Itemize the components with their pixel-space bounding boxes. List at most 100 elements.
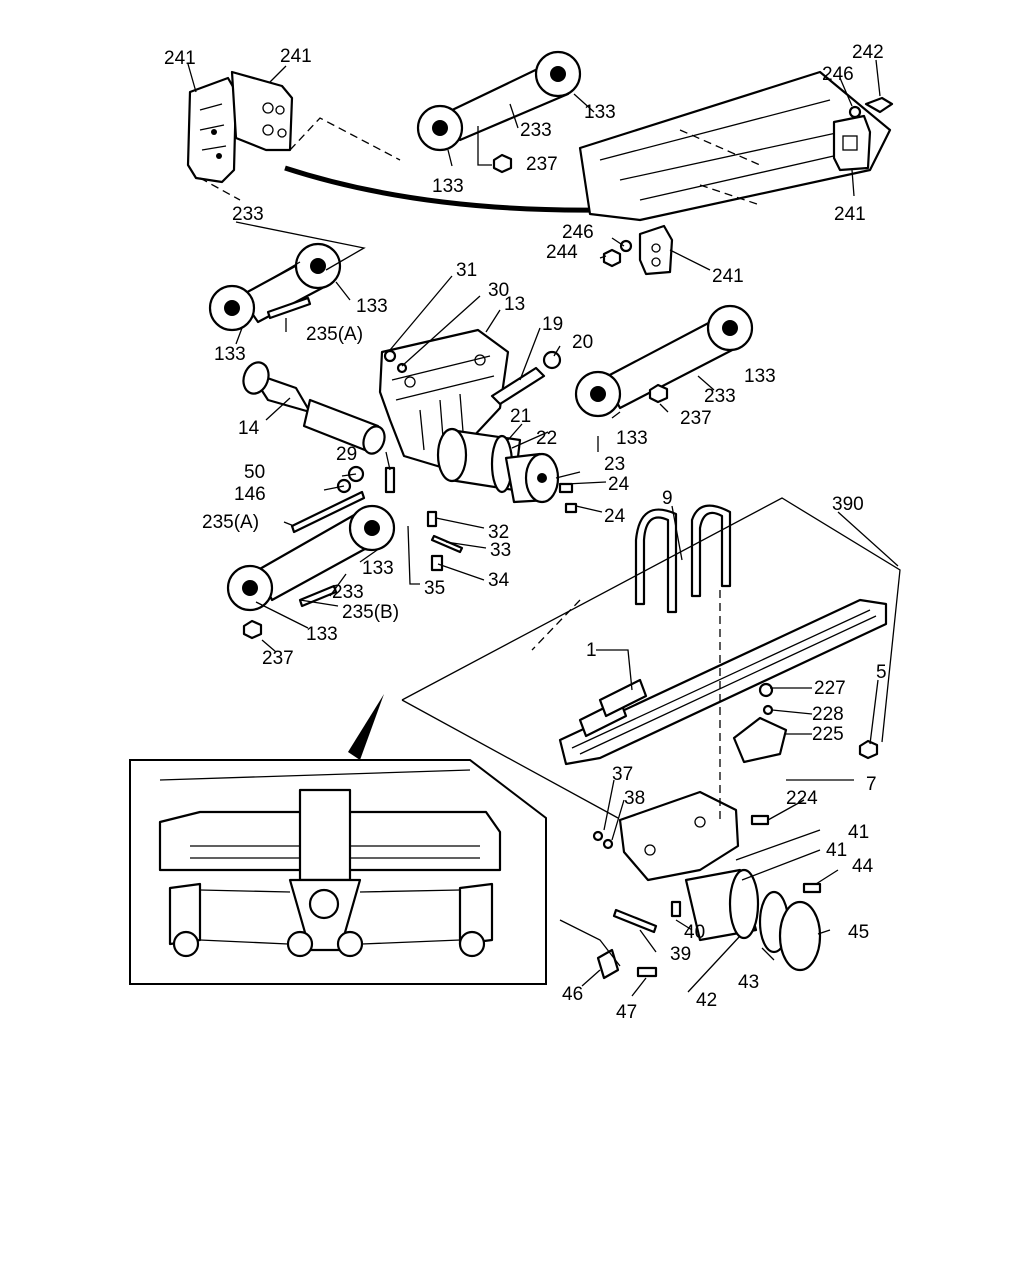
washer-246a (848, 105, 862, 119)
torque-rod-left-lower (226, 504, 396, 612)
bolt-34 (430, 554, 444, 572)
callout-14: 14 (238, 418, 260, 439)
callout-241c: 241 (834, 204, 866, 225)
callout-21: 21 (510, 406, 531, 427)
part-33 (430, 534, 464, 554)
callout-43: 43 (738, 972, 759, 993)
nut-237-top (492, 153, 513, 174)
plate-46 (596, 948, 620, 980)
torque-rod-right (574, 304, 754, 418)
callout-237c: 237 (262, 648, 294, 669)
callout-33: 33 (490, 540, 511, 561)
callout-233a: 233 (520, 120, 552, 141)
cap-20 (542, 350, 562, 370)
callout-24a: 24 (608, 474, 630, 495)
callout-5: 5 (876, 662, 887, 683)
callout-133g: 133 (362, 558, 394, 579)
callout-241b: 241 (280, 46, 312, 67)
bolt-235a-lower (290, 490, 366, 534)
view-arrow (348, 694, 384, 760)
callout-133a: 133 (584, 102, 616, 123)
callout-9: 9 (662, 488, 673, 509)
callout-13: 13 (504, 294, 525, 315)
callout-225: 225 (812, 724, 844, 745)
callout-30: 30 (488, 280, 509, 301)
nut-244 (602, 248, 622, 268)
leader-lines (187, 59, 899, 997)
front-bracket-assembly (186, 70, 294, 184)
torque-rod-left-upper (208, 242, 342, 332)
callout-237a: 237 (526, 154, 558, 175)
callout-35: 35 (424, 578, 445, 599)
callout-228: 228 (812, 704, 844, 725)
hub-41 (684, 868, 760, 942)
part-40 (670, 900, 682, 918)
nut-237-right (648, 383, 669, 404)
callout-20: 20 (572, 332, 593, 353)
trunnion-shaft-14 (242, 361, 386, 455)
callout-233d: 233 (332, 582, 364, 603)
hub-23 (504, 452, 560, 504)
nut-31 (383, 349, 397, 363)
callout-244: 244 (546, 242, 578, 263)
nut-227 (758, 682, 774, 698)
nut-237-lower (242, 619, 263, 640)
washer-30 (396, 362, 408, 374)
callout-38: 38 (624, 788, 645, 809)
rear-bracket-lower (638, 224, 674, 276)
callout-41a: 41 (848, 822, 869, 843)
callout-235a-lower: 235(A) (202, 512, 259, 533)
callout-23: 23 (604, 454, 625, 475)
callout-42: 42 (696, 990, 717, 1011)
callout-44: 44 (852, 856, 874, 877)
callout-45: 45 (848, 922, 869, 943)
leaf-spring-1 (558, 598, 888, 766)
callout-29: 29 (336, 444, 357, 465)
u-bolt-9 (634, 504, 732, 614)
callout-246a: 246 (822, 64, 854, 85)
cover-45 (778, 900, 822, 972)
callout-40: 40 (684, 922, 705, 943)
callout-133f: 133 (616, 428, 648, 449)
callout-24b: 24 (604, 506, 626, 527)
spacer-225 (732, 716, 788, 764)
washer-228 (762, 704, 774, 716)
rear-bracket-right (832, 114, 872, 172)
callout-50: 50 (244, 462, 265, 483)
callout-224: 224 (786, 788, 818, 809)
callout-133e: 133 (744, 366, 776, 387)
callout-32: 32 (488, 522, 509, 543)
bolt-224 (750, 814, 770, 826)
torque-rod-top (416, 50, 582, 152)
callout-235b: 235(B) (342, 602, 399, 623)
bolt-47 (636, 966, 658, 978)
callout-146: 146 (234, 484, 266, 505)
washer-38 (602, 838, 614, 850)
callout-31: 31 (456, 260, 477, 281)
callout-19: 19 (542, 314, 563, 335)
callout-34: 34 (488, 570, 510, 591)
callout-1: 1 (586, 640, 597, 661)
callout-41b: 41 (826, 840, 847, 861)
callout-227: 227 (814, 678, 846, 699)
callout-242: 242 (852, 42, 884, 63)
assembled-view-inset (129, 759, 547, 985)
callout-133c: 133 (356, 296, 388, 317)
callout-7: 7 (866, 774, 877, 795)
callout-241a: 241 (164, 48, 196, 69)
callout-22: 22 (536, 428, 557, 449)
nut-5 (858, 739, 879, 760)
pin-24a (558, 482, 574, 494)
callout-390: 390 (832, 494, 864, 515)
callout-133b: 133 (432, 176, 464, 197)
bolt-242 (864, 96, 894, 114)
callout-37: 37 (612, 764, 633, 785)
callout-133d: 133 (214, 344, 246, 365)
part-32 (426, 510, 438, 528)
bolt-44 (802, 882, 822, 894)
callout-46: 46 (562, 984, 583, 1005)
callout-233b: 233 (232, 204, 264, 225)
callout-labels: 241 241 242 246 133 233 133 237 241 233 … (164, 42, 887, 1023)
callout-47: 47 (616, 1002, 637, 1023)
